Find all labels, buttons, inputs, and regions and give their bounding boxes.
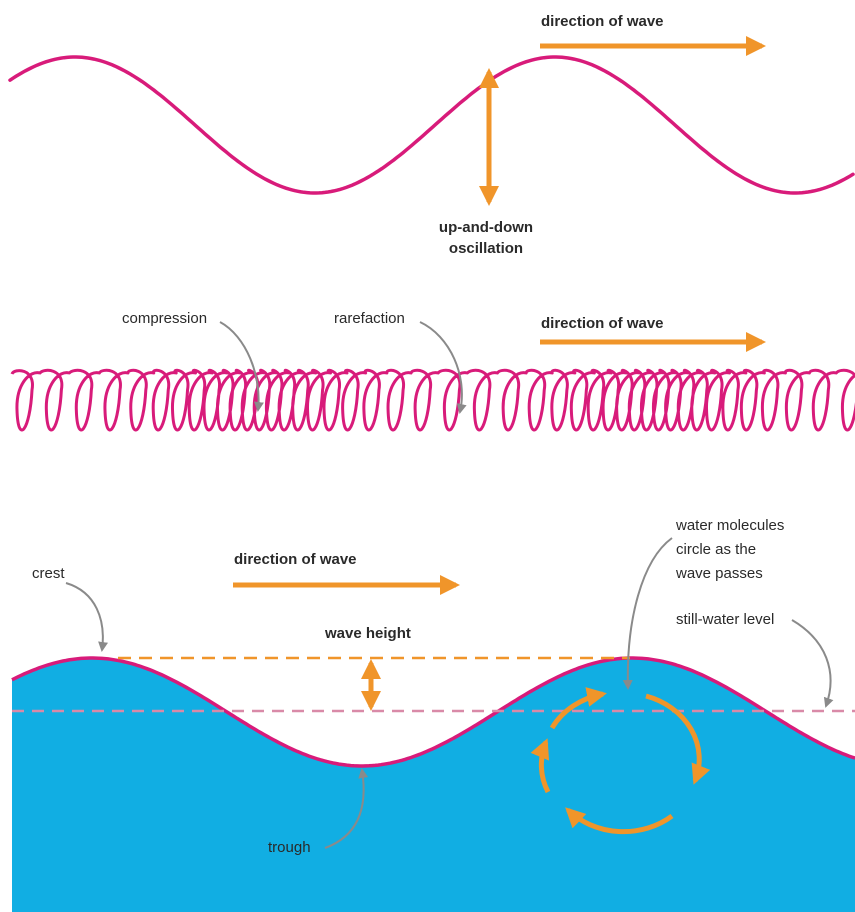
water-direction-label: direction of wave bbox=[234, 551, 357, 568]
water-body bbox=[12, 658, 855, 912]
still-water-level-label: still-water level bbox=[676, 611, 774, 628]
longitudinal-wave-panel: compression rarefaction direction of wav… bbox=[12, 310, 855, 430]
still-water-pointer bbox=[792, 620, 831, 706]
compression-label: compression bbox=[122, 310, 207, 327]
crest-label: crest bbox=[32, 565, 65, 582]
transverse-wave-line bbox=[10, 57, 853, 193]
transverse-direction-label: direction of wave bbox=[541, 13, 664, 30]
molecules-label-line1: water molecules bbox=[675, 517, 784, 534]
compression-pointer bbox=[220, 322, 259, 410]
trough-label: trough bbox=[268, 839, 311, 856]
longitudinal-direction-label: direction of wave bbox=[541, 315, 664, 332]
oscillation-label-line1: up-and-down bbox=[439, 219, 533, 236]
wave-height-label: wave height bbox=[324, 625, 411, 642]
crest-pointer bbox=[66, 583, 103, 650]
molecules-label-line2: circle as the bbox=[676, 541, 756, 558]
spring-coil bbox=[12, 370, 855, 430]
water-wave-panel: wave height direction of wave crest trou… bbox=[12, 517, 855, 912]
rarefaction-label: rarefaction bbox=[334, 310, 405, 327]
transverse-wave-panel: direction of wave up-and-down oscillatio… bbox=[10, 13, 853, 257]
molecules-label-line3: wave passes bbox=[675, 565, 763, 582]
oscillation-label-line2: oscillation bbox=[449, 240, 523, 257]
rarefaction-pointer bbox=[420, 322, 462, 412]
